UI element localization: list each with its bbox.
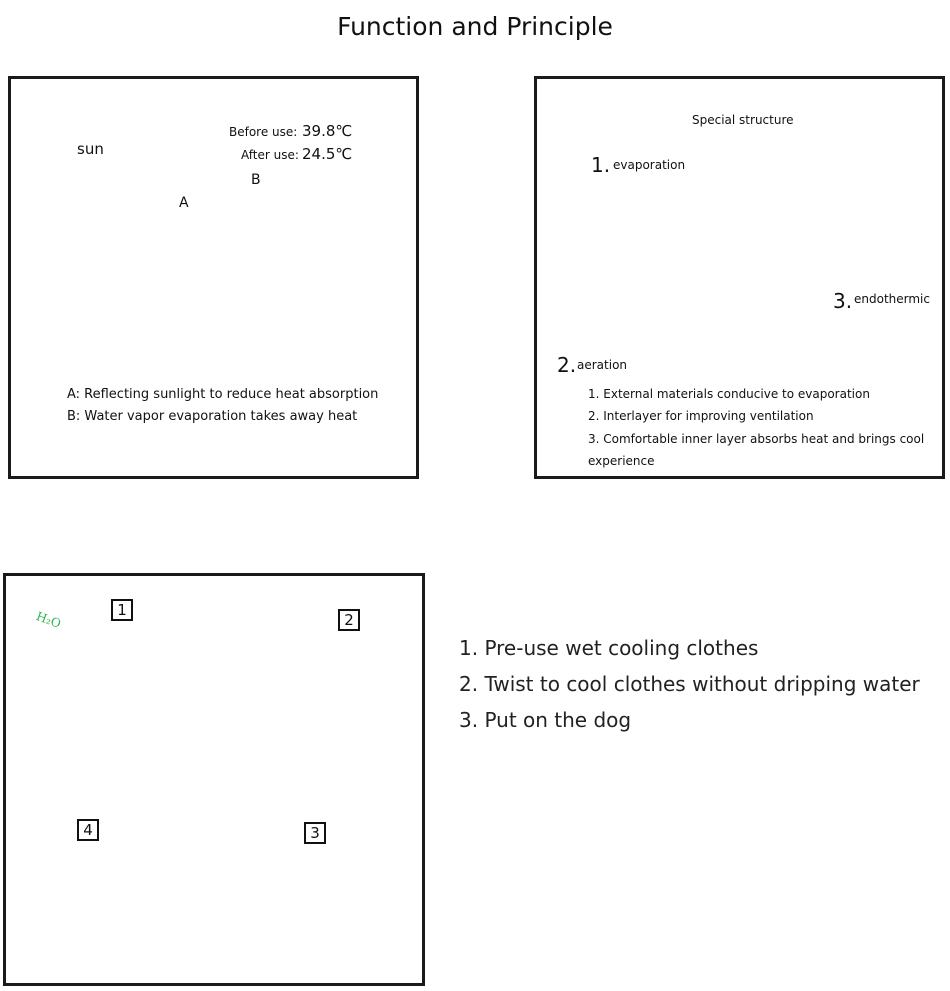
note-a: A: Reflecting sunlight to reduce heat ab… [67,387,379,402]
layer-2-num: 2. [557,353,577,377]
after-use-label: After use: [241,148,299,162]
before-use-label: Before use: [229,125,298,139]
instruction-3: 3. Put on the dog [459,708,632,732]
after-use-value: 24.5℃ [302,145,353,163]
layer-1-label: evaporation [613,158,686,172]
structure-note-2: 2. Interlayer for improving ventilation [588,409,814,423]
sun-label: sun [77,140,104,158]
structure-panel: Special structure 1. evaporation 2. aera… [534,76,945,479]
step-number-3: 3 [304,822,326,844]
before-use-value: 39.8℃ [302,122,353,140]
instruction-2: 2. Twist to cool clothes without drippin… [459,672,920,696]
layer-2-label: aeration [577,358,628,372]
layer-1-num: 1. [591,153,611,177]
note-b: B: Water vapor evaporation takes away he… [67,409,358,424]
layer-3-num: 3. [833,289,853,313]
marker-b: B [251,172,261,188]
layer-3-label: endothermic [854,292,930,306]
structure-heading: Special structure [692,113,794,127]
page-title: Function and Principle [337,12,613,41]
marker-a: A [179,195,189,211]
structure-note-3: 3. Comfortable inner layer absorbs heat … [588,432,925,446]
step-number-4: 4 [77,819,99,841]
step-number-2: 2 [338,609,360,631]
instruction-1: 1. Pre-use wet cooling clothes [459,636,759,660]
function-panel: sun Before use: 39.8℃ After use: 24.5℃ A… [8,76,419,479]
structure-note-3-cont: experience [588,454,655,468]
structure-note-1: 1. External materials conducive to evapo… [588,387,870,401]
step-number-1: 1 [111,599,133,621]
steps-panel: 1 2 3 4 H₂O [3,573,425,986]
